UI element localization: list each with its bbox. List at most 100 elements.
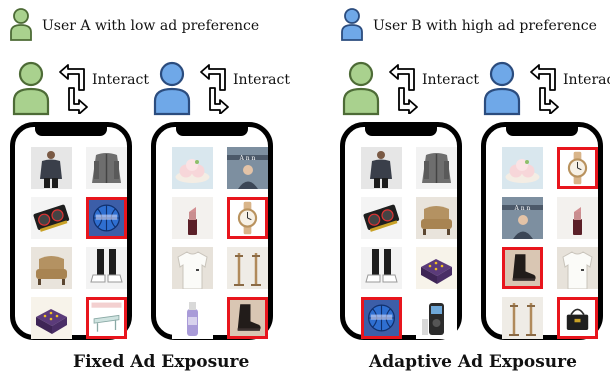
grey-jacket-photo	[416, 147, 457, 189]
legend-user-a: User A with low ad preference	[8, 7, 308, 41]
ad-item[interactable]	[86, 197, 127, 239]
white-shirt-photo	[172, 247, 213, 289]
legend-user-b: User B with high ad preference	[339, 7, 609, 41]
phone-fixed-user-a	[10, 122, 132, 340]
user-a-icon	[342, 61, 380, 116]
armchair-photo	[31, 247, 72, 289]
interact-label: Interact	[422, 72, 479, 88]
phone-notch	[506, 122, 578, 136]
purple-box-photo	[416, 247, 457, 289]
feed-item[interactable]	[227, 247, 268, 289]
lipstick-photo	[172, 197, 213, 239]
feed-item[interactable]	[86, 147, 127, 189]
jacket-man-photo	[31, 147, 72, 189]
white-shirt-photo	[557, 247, 598, 289]
graphics-card-photo	[361, 197, 402, 239]
feed-item[interactable]	[502, 297, 543, 339]
interact-arrows-icon	[530, 64, 559, 114]
ad-item[interactable]	[86, 297, 127, 339]
grey-jacket-photo	[86, 147, 127, 189]
armchair-photo	[416, 197, 457, 239]
svg-text:A n n: A n n	[514, 205, 531, 212]
graphics-card-photo	[31, 197, 72, 239]
panel-fixed-user-a-interaction: Interact	[8, 58, 149, 120]
feed-item[interactable]	[416, 197, 457, 239]
user-b-icon	[483, 61, 521, 116]
dessert-plate-photo	[172, 147, 213, 189]
feed-item[interactable]	[31, 297, 72, 339]
interact-label: Interact	[92, 72, 149, 88]
feed-item[interactable]	[86, 247, 127, 289]
svg-text:A n n: A n n	[239, 155, 256, 162]
feed-item[interactable]	[172, 147, 213, 189]
feed-item[interactable]	[416, 297, 457, 339]
ad-item[interactable]	[361, 297, 402, 339]
user-b-icon	[153, 61, 191, 116]
magazine-cover-photo: A n n	[502, 197, 543, 239]
feed-item[interactable]	[361, 147, 402, 189]
panel-fixed-user-b-interaction: Interact	[149, 58, 290, 120]
user-b-icon	[341, 8, 363, 41]
feed-item[interactable]	[361, 247, 402, 289]
phone-adaptive-user-b: A n n	[481, 122, 603, 340]
caption-fixed-ad-exposure: Fixed Ad Exposure	[73, 352, 250, 372]
feed-grid: A n n	[502, 147, 598, 339]
phone-adaptive-user-a	[340, 122, 462, 340]
feed-item[interactable]: A n n	[227, 147, 268, 189]
feed-grid	[31, 147, 127, 339]
coat-rack-photo	[502, 297, 543, 339]
sneakers-legs-photo	[361, 247, 402, 289]
spray-bottle-photo	[172, 297, 213, 339]
interact-label: Interact	[233, 72, 290, 88]
panel-adaptive-user-a-interaction: Interact	[338, 58, 479, 120]
user-a-icon	[10, 8, 32, 41]
purple-box-photo	[31, 297, 72, 339]
legend-label-user-b: User B with high ad preference	[373, 18, 597, 34]
interact-arrows-icon	[389, 64, 418, 114]
feed-item[interactable]	[502, 147, 543, 189]
ad-item[interactable]	[557, 147, 598, 189]
interact-arrows-icon	[200, 64, 229, 114]
lipstick-photo	[557, 197, 598, 239]
ad-item[interactable]	[227, 197, 268, 239]
feed-item[interactable]	[361, 197, 402, 239]
wristwatch-photo	[230, 200, 265, 236]
coat-rack-photo	[227, 247, 268, 289]
phone-fixed-user-b: A n n	[151, 122, 273, 340]
feed-item[interactable]	[557, 197, 598, 239]
basketball-photo	[89, 200, 124, 236]
feed-item[interactable]	[31, 247, 72, 289]
feed-item[interactable]	[31, 147, 72, 189]
interact-label: Interact	[563, 72, 610, 88]
feed-item[interactable]	[557, 247, 598, 289]
jacket-man-photo	[361, 147, 402, 189]
handbag-photo	[560, 300, 595, 336]
ad-item[interactable]	[502, 247, 543, 289]
feed-item[interactable]: A n n	[502, 197, 543, 239]
ad-item[interactable]	[227, 297, 268, 339]
boot-photo	[505, 250, 540, 286]
glass-table-photo	[89, 300, 124, 336]
dessert-plate-photo	[502, 147, 543, 189]
interact-arrows-icon	[59, 64, 88, 114]
feed-item[interactable]	[416, 147, 457, 189]
caption-adaptive-ad-exposure: Adaptive Ad Exposure	[369, 352, 577, 372]
legend-label-user-a: User A with low ad preference	[42, 18, 260, 34]
wristwatch-photo	[560, 150, 595, 186]
feed-grid: A n n	[172, 147, 268, 339]
feed-item[interactable]	[31, 197, 72, 239]
feed-item[interactable]	[416, 247, 457, 289]
boot-photo	[230, 300, 265, 336]
basketball-photo	[364, 300, 399, 336]
feed-item[interactable]	[172, 297, 213, 339]
ad-item[interactable]	[557, 297, 598, 339]
feed-item[interactable]	[172, 247, 213, 289]
feed-grid	[361, 147, 457, 339]
user-a-icon	[12, 61, 50, 116]
phone-notch	[35, 122, 107, 136]
magazine-cover-photo: A n n	[227, 147, 268, 189]
sneakers-legs-photo	[86, 247, 127, 289]
feed-item[interactable]	[172, 197, 213, 239]
panel-adaptive-user-b-interaction: Interact	[479, 58, 610, 120]
phone-notch	[176, 122, 248, 136]
